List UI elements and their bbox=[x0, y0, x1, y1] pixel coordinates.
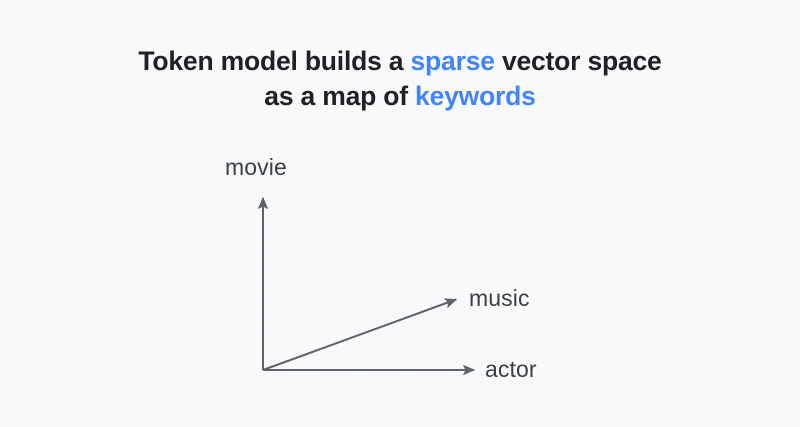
axis-label-music: music bbox=[469, 285, 530, 311]
vector-space-diagram: movie music actor bbox=[180, 140, 600, 410]
title-line-2-text-before: as a map of bbox=[264, 80, 416, 111]
title-line-1-text-after: vector space bbox=[494, 45, 662, 76]
axes-svg bbox=[257, 196, 476, 376]
axis-label-movie: movie bbox=[225, 154, 287, 180]
title-line-1-text-before: Token model builds a bbox=[138, 45, 411, 76]
axis-diagonal-music bbox=[262, 298, 458, 371]
page-title: Token model builds a sparse vector space… bbox=[0, 44, 800, 114]
title-line-1: Token model builds a sparse vector space bbox=[0, 44, 800, 79]
title-line-1-accent-sparse: sparse bbox=[410, 45, 495, 76]
title-line-2-accent-keywords: keywords bbox=[415, 80, 536, 111]
axis-label-actor: actor bbox=[485, 356, 537, 382]
title-line-2: as a map of keywords bbox=[0, 79, 800, 114]
